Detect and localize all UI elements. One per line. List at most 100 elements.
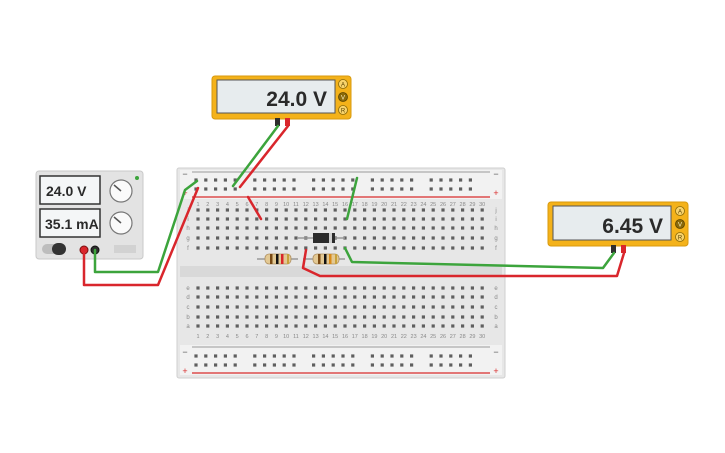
breadboard-hole[interactable] (225, 208, 229, 212)
breadboard-hole[interactable] (439, 178, 443, 182)
breadboard-hole[interactable] (225, 226, 229, 230)
breadboard-hole[interactable] (449, 354, 453, 358)
breadboard-hole[interactable] (441, 246, 445, 250)
breadboard-hole[interactable] (421, 217, 425, 221)
breadboard-hole[interactable] (412, 236, 416, 240)
power-supply[interactable]: 24.0 V 35.1 mA (35, 170, 144, 260)
breadboard-hole[interactable] (439, 363, 443, 367)
power-toggle-switch[interactable] (42, 243, 66, 255)
breadboard-hole[interactable] (353, 295, 357, 299)
breadboard-hole[interactable] (441, 315, 445, 319)
breadboard-hole[interactable] (480, 226, 484, 230)
breadboard-hole[interactable] (216, 286, 220, 290)
breadboard-hole[interactable] (333, 286, 337, 290)
breadboard-hole[interactable] (253, 354, 257, 358)
breadboard-hole[interactable] (461, 286, 465, 290)
breadboard-hole[interactable] (363, 236, 367, 240)
breadboard-hole[interactable] (214, 354, 218, 358)
breadboard-hole[interactable] (314, 305, 318, 309)
breadboard-hole[interactable] (380, 363, 384, 367)
breadboard-hole[interactable] (265, 246, 269, 250)
breadboard-hole[interactable] (206, 226, 210, 230)
breadboard-hole[interactable] (470, 236, 474, 240)
breadboard-hole[interactable] (265, 236, 269, 240)
breadboard-hole[interactable] (304, 226, 308, 230)
breadboard-hole[interactable] (225, 246, 229, 250)
breadboard-hole[interactable] (292, 354, 296, 358)
breadboard-hole[interactable] (216, 305, 220, 309)
breadboard-hole[interactable] (255, 315, 259, 319)
wire-ground-jumper[interactable] (345, 176, 359, 221)
breadboard-hole[interactable] (449, 187, 453, 191)
breadboard-hole[interactable] (216, 217, 220, 221)
breadboard-hole[interactable] (461, 315, 465, 319)
breadboard-hole[interactable] (314, 295, 318, 299)
breadboard-hole[interactable] (351, 178, 355, 182)
breadboard-hole[interactable] (265, 226, 269, 230)
breadboard-hole[interactable] (331, 354, 335, 358)
breadboard-hole[interactable] (343, 226, 347, 230)
breadboard-hole[interactable] (451, 226, 455, 230)
breadboard-hole[interactable] (451, 315, 455, 319)
breadboard-hole[interactable] (372, 217, 376, 221)
breadboard-hole[interactable] (392, 324, 396, 328)
breadboard-hole[interactable] (421, 236, 425, 240)
voltage-knob[interactable] (109, 179, 133, 203)
breadboard-hole[interactable] (331, 187, 335, 191)
breadboard-hole[interactable] (274, 226, 278, 230)
breadboard-hole[interactable] (206, 295, 210, 299)
breadboard-hole[interactable] (412, 324, 416, 328)
breadboard-hole[interactable] (429, 354, 433, 358)
breadboard-hole[interactable] (400, 178, 404, 182)
breadboard-hole[interactable] (255, 286, 259, 290)
breadboard-hole[interactable] (314, 324, 318, 328)
resistor-2[interactable] (303, 253, 345, 265)
breadboard-hole[interactable] (470, 226, 474, 230)
breadboard-hole[interactable] (353, 315, 357, 319)
top-meter-mode-r[interactable]: R (338, 105, 348, 115)
right-meter-mode-v[interactable]: V (675, 219, 685, 229)
breadboard-hole[interactable] (265, 208, 269, 212)
breadboard-hole[interactable] (470, 246, 474, 250)
breadboard-hole[interactable] (235, 286, 239, 290)
breadboard-hole[interactable] (451, 295, 455, 299)
multimeter-top[interactable]: 24.0 V A V R (211, 75, 352, 126)
breadboard-hole[interactable] (380, 178, 384, 182)
breadboard-hole[interactable] (461, 217, 465, 221)
resistor-1[interactable] (257, 253, 298, 265)
breadboard-hole[interactable] (459, 187, 463, 191)
breadboard-hole[interactable] (441, 236, 445, 240)
breadboard-hole[interactable] (380, 354, 384, 358)
breadboard-hole[interactable] (272, 354, 276, 358)
breadboard-hole[interactable] (206, 324, 210, 328)
breadboard-hole[interactable] (216, 246, 220, 250)
breadboard-hole[interactable] (294, 295, 298, 299)
top-meter-mode-v[interactable]: V (338, 92, 348, 102)
breadboard-hole[interactable] (421, 226, 425, 230)
breadboard-hole[interactable] (400, 354, 404, 358)
breadboard-hole[interactable] (421, 295, 425, 299)
wires[interactable] (82, 124, 626, 287)
breadboard-hole[interactable] (392, 315, 396, 319)
breadboard-hole[interactable] (412, 208, 416, 212)
breadboard-hole[interactable] (390, 354, 394, 358)
breadboard-hole[interactable] (204, 354, 208, 358)
breadboard-hole[interactable] (402, 226, 406, 230)
breadboard-hole[interactable] (390, 187, 394, 191)
breadboard-hole[interactable] (225, 324, 229, 328)
breadboard-hole[interactable] (461, 208, 465, 212)
breadboard-hole[interactable] (439, 354, 443, 358)
breadboard-hole[interactable] (312, 187, 316, 191)
breadboard-hole[interactable] (441, 295, 445, 299)
breadboard-hole[interactable] (461, 305, 465, 309)
breadboard-hole[interactable] (206, 315, 210, 319)
breadboard-hole[interactable] (294, 226, 298, 230)
breadboard-hole[interactable] (214, 363, 218, 367)
breadboard-hole[interactable] (223, 363, 227, 367)
breadboard-hole[interactable] (372, 295, 376, 299)
breadboard-hole[interactable] (451, 208, 455, 212)
breadboard-hole[interactable] (343, 208, 347, 212)
breadboard-hole[interactable] (410, 354, 414, 358)
breadboard-hole[interactable] (265, 217, 269, 221)
breadboard-hole[interactable] (343, 295, 347, 299)
